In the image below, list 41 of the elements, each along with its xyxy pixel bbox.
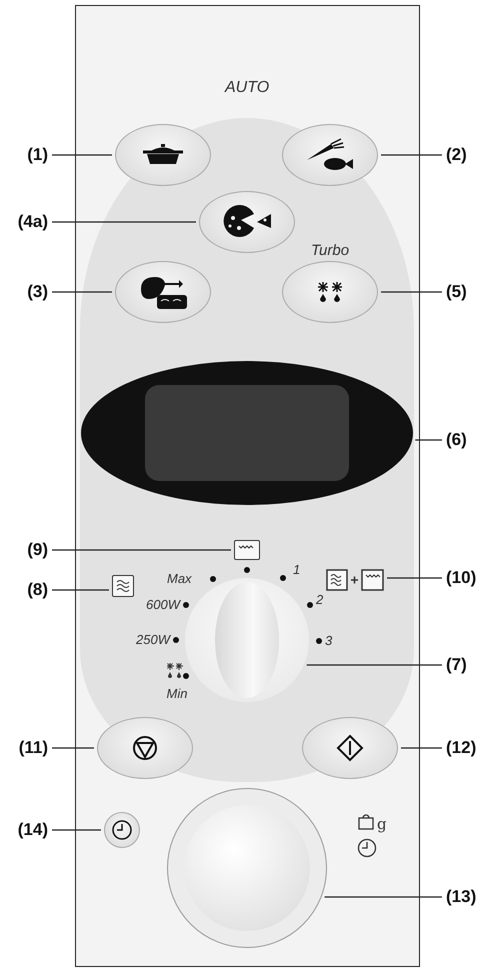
callout-number: (3)	[27, 281, 48, 303]
panel-label: Min	[166, 686, 188, 702]
leader-line	[306, 664, 442, 666]
leader-line	[52, 549, 231, 551]
leader-line	[401, 747, 442, 749]
panel-label: AUTO	[225, 80, 270, 96]
panel-label: 250W	[136, 632, 170, 648]
leader-line	[387, 577, 442, 579]
callout-number: (14)	[18, 819, 48, 841]
leader-line	[52, 221, 196, 223]
leader-line	[52, 747, 94, 749]
callout-number: (8)	[27, 579, 48, 601]
leader-line	[415, 439, 442, 441]
panel-label: Turbo	[311, 243, 350, 259]
combination-mode-icon	[326, 569, 384, 591]
leader-line	[381, 291, 442, 293]
callout-number: (7)	[446, 654, 467, 676]
leader-line	[52, 291, 112, 293]
panel-label: g	[377, 816, 387, 832]
panel-label: 2	[316, 592, 324, 608]
callout-number: (2)	[446, 144, 467, 166]
leader-line	[381, 154, 442, 156]
panel-label: Max	[167, 571, 192, 587]
callout-number: (1)	[27, 144, 48, 166]
panel-label: 600W	[146, 597, 180, 613]
panel-label: 3	[325, 633, 332, 649]
callout-number: (13)	[446, 886, 476, 908]
leader-line	[52, 154, 112, 156]
leader-line	[52, 589, 109, 591]
callout-number: (5)	[446, 281, 467, 303]
grill-mode-icon	[234, 540, 260, 560]
microwave-mode-icon	[112, 575, 134, 597]
callout-number: (4a)	[18, 211, 48, 233]
callout-number: (11)	[18, 737, 48, 759]
callout-number: (10)	[446, 567, 476, 589]
callout-number: (6)	[446, 429, 467, 451]
callout-number: (9)	[27, 539, 48, 561]
callout-number: (12)	[446, 737, 476, 759]
panel-label: 1	[293, 562, 300, 578]
leader-line	[324, 896, 442, 898]
leader-line	[52, 829, 101, 831]
